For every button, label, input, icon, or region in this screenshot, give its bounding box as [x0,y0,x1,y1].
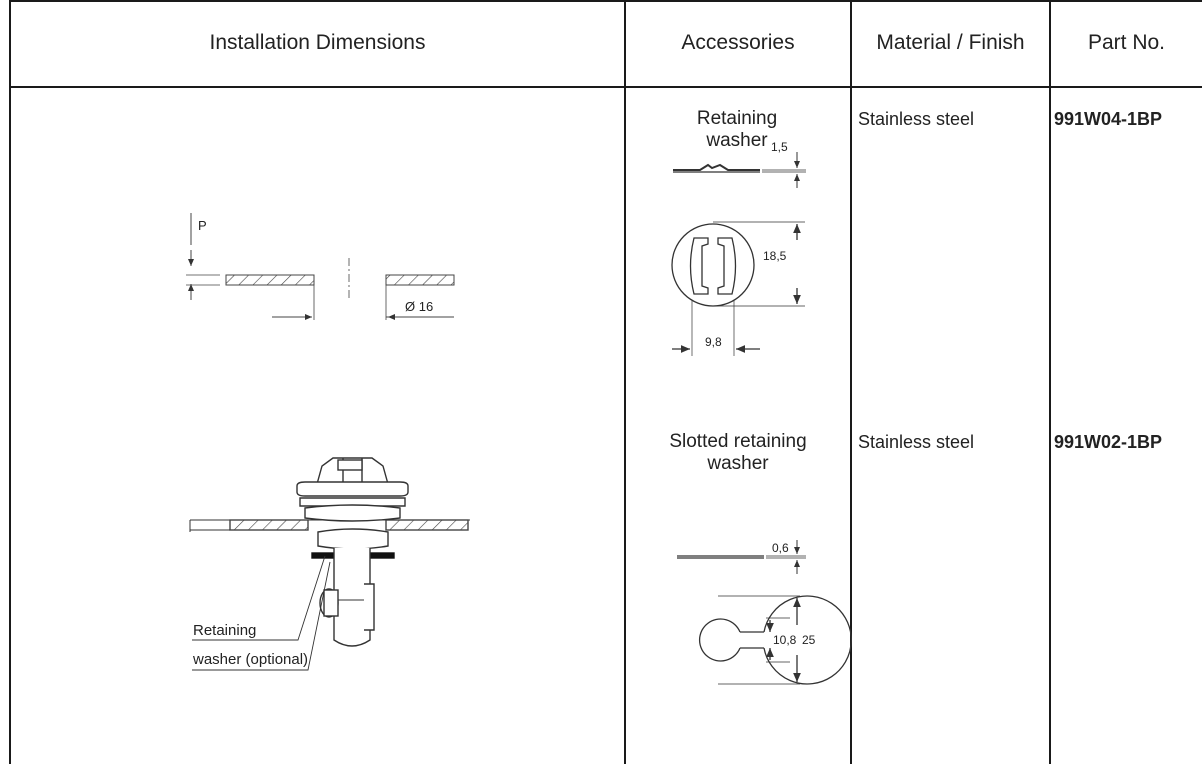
accessory-title-slotted-retaining-washer: Slotted retaining washer [630,431,846,475]
retaining-washer-front-view [671,221,805,356]
hole-diameter-label: Ø 16 [405,299,433,314]
dim-inner-row2: 10,8 [773,633,797,647]
header-material-finish: Material / Finish [876,31,1025,54]
panel-thickness-label: P [198,218,207,233]
accessory-title-line2: washer [706,130,768,151]
panel-cutout-drawing [186,213,455,320]
callout-line1: Retaining [193,622,256,639]
dim-inner-row1: 9,8 [705,335,722,349]
dim-outer-row1: 18,5 [763,249,787,263]
header-divider [9,86,1202,88]
header-installation-dimensions: Installation Dimensions [209,31,426,54]
accessory-title-line1: Slotted retaining [669,431,807,452]
header-part-no: Part No. [1087,31,1166,54]
column-divider-3 [1049,0,1051,764]
dim-thickness-row1: 1,5 [771,140,788,154]
material-row2: Stainless steel [858,432,975,452]
slotted-washer-front-view [699,595,852,685]
accessory-title-line1: Retaining [696,108,778,129]
slotted-washer-side-view [677,540,806,574]
table-border-top [9,0,1202,2]
retaining-washer-side-view [673,152,806,188]
accessory-title-retaining-washer: Retaining washer [650,108,824,152]
column-divider-2 [850,0,852,764]
column-divider-1 [624,0,626,764]
part-number-row1: 991W04-1BP [1054,109,1163,129]
material-row1: Stainless steel [858,109,975,129]
installed-fastener-drawing [189,457,470,671]
header-accessories: Accessories [681,31,795,54]
part-number-row2: 991W02-1BP [1054,432,1163,452]
table-border-left [9,0,11,764]
dim-outer-row2: 25 [802,633,816,647]
dim-thickness-row2: 0,6 [772,541,789,555]
callout-line2: washer (optional) [192,651,308,668]
accessory-title-line2: washer [707,453,769,474]
